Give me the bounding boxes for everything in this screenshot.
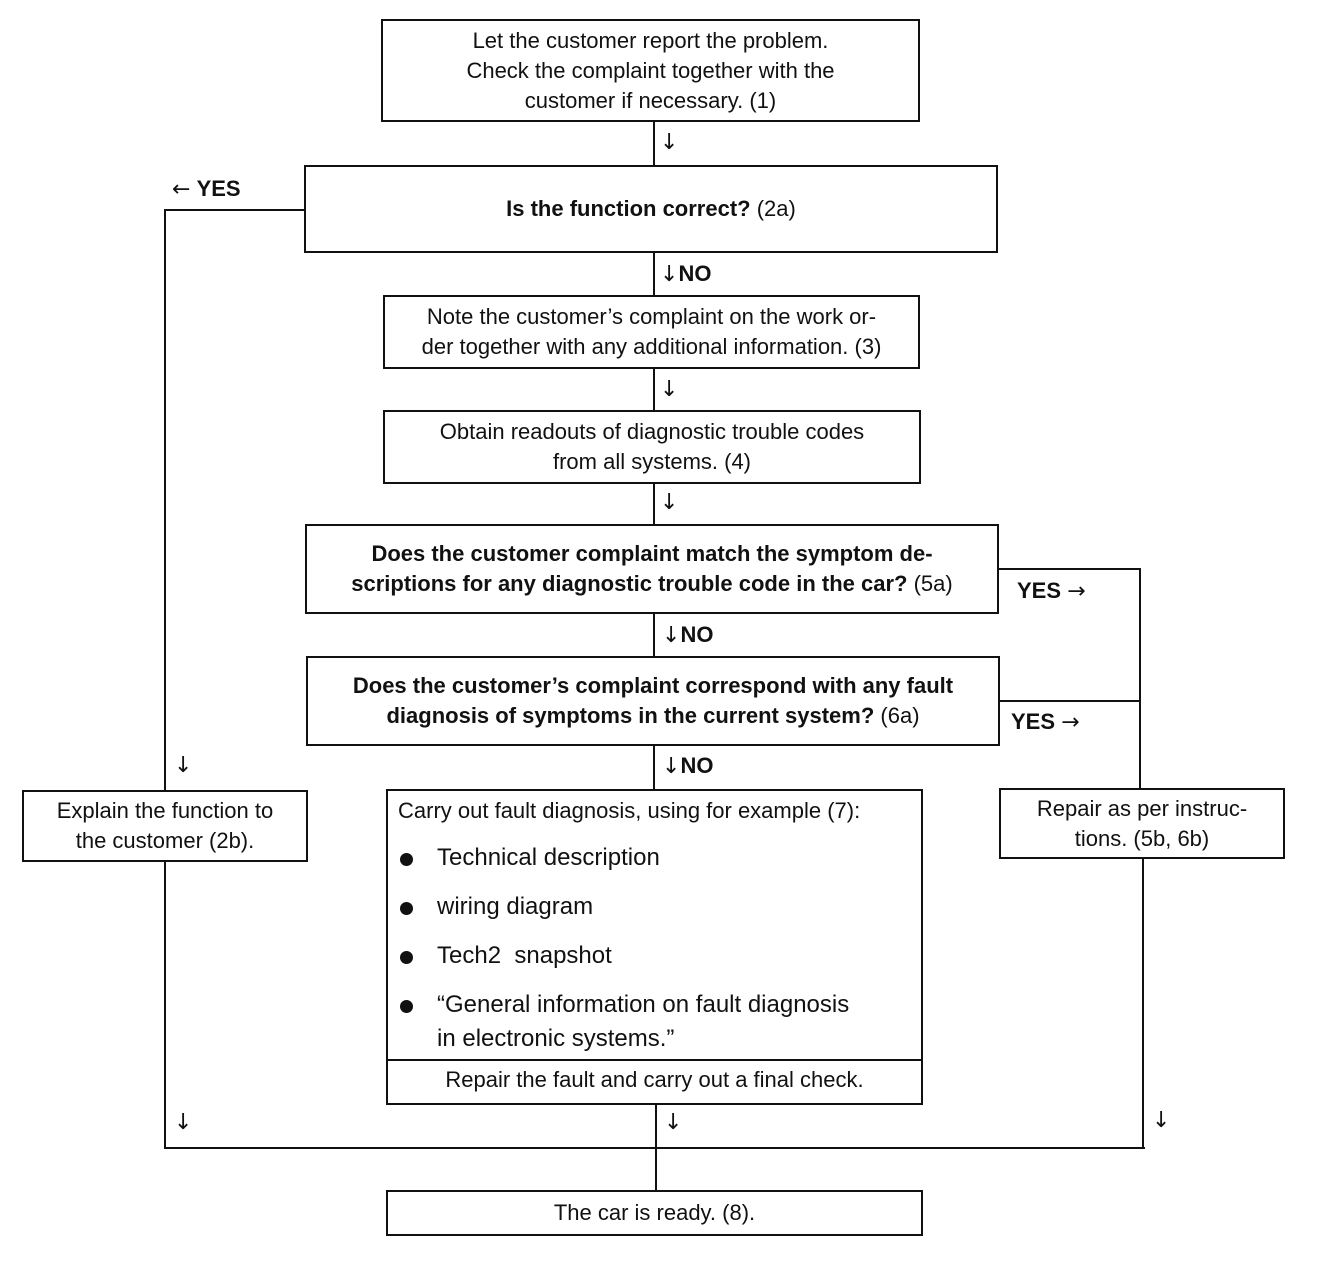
bullet-dot-1 xyxy=(400,853,413,866)
down-arrow-icon: ↓ xyxy=(660,490,679,515)
step-6a-line-2: diagnosis of symptoms in the current sys… xyxy=(386,701,919,731)
step-7-bullet-1: Technical description xyxy=(437,844,660,871)
step-2a-function-correct: Is the function correct? (2a) xyxy=(304,165,998,253)
arrow-2b-merge: ↓ xyxy=(174,1109,192,1136)
bullet-dot-2 xyxy=(400,902,413,915)
step-6a-line-1: Does the customer’s complaint correspond… xyxy=(353,671,953,701)
step-6a-line-2-text: diagnosis of symptoms in the current sys… xyxy=(386,703,875,728)
connector-1-2a xyxy=(653,121,655,166)
down-arrow-icon: ↓ xyxy=(660,377,679,402)
step-4-line-2: from all systems. (4) xyxy=(552,449,752,474)
right-arrow-icon: → xyxy=(1061,710,1080,735)
yes-label: YES xyxy=(1017,578,1062,603)
step-3-note-complaint: Note the customer’s complaint on the wor… xyxy=(383,295,920,369)
step-3-line-1: Note the customer’s complaint on the wor… xyxy=(426,304,877,329)
label-2a-yes: ← YES xyxy=(172,176,241,203)
step-4-line-1: Obtain readouts of diagnostic trouble co… xyxy=(439,419,865,444)
down-arrow-icon: ↓ xyxy=(174,753,193,778)
step-1-report-problem: Let the customer report the problem. Che… xyxy=(381,19,920,122)
left-arrow-icon: ← xyxy=(172,177,191,202)
connector-6a-yes-horizontal xyxy=(998,700,1141,702)
step-5a-line-2-text: scriptions for any diagnostic trouble co… xyxy=(351,571,908,596)
down-arrow-icon: ↓ xyxy=(664,1110,683,1135)
step-7-fault-diagnosis: Carry out fault diagnosis, using for exa… xyxy=(386,789,923,1105)
label-5a-no: ↓NO xyxy=(662,622,713,649)
label-6a-no: ↓NO xyxy=(662,753,713,780)
connector-3-4 xyxy=(653,368,655,411)
step-7-bullet-4: “General information on fault diagnosis xyxy=(437,991,850,1018)
right-arrow-icon: → xyxy=(1067,579,1086,604)
arrow-left-branch-down: ↓ xyxy=(174,752,192,779)
arrow-3-4: ↓ xyxy=(660,376,678,403)
step-6a-ref: (6a) xyxy=(880,703,920,728)
connector-2a-yes-vertical xyxy=(164,209,166,791)
step-56b-line-1: Repair as per instruc- xyxy=(1036,795,1248,821)
down-arrow-icon: ↓ xyxy=(662,754,681,779)
connector-4-5a xyxy=(653,483,655,525)
step-6a-line-1-text: Does the customer’s complaint correspond… xyxy=(352,673,954,698)
arrow-4-5a: ↓ xyxy=(660,489,678,516)
step-7-bullet-4-cont: in electronic systems.” xyxy=(437,1025,675,1052)
step-56b-line-2: tions. (5b, 6b) xyxy=(1074,825,1210,851)
step-6a-correspond-fault-diagnosis: Does the customer’s complaint correspond… xyxy=(306,656,1000,746)
step-1-line-2: Check the complaint together with the xyxy=(466,57,835,83)
step-7-divider xyxy=(388,1059,921,1061)
step-2b-line-1: Explain the function to xyxy=(56,798,274,823)
step-4-obtain-readouts: Obtain readouts of diagnostic trouble co… xyxy=(383,410,921,484)
step-5a-line-2: scriptions for any diagnostic trouble co… xyxy=(351,569,952,599)
step-5a-line-1: Does the customer complaint match the sy… xyxy=(371,539,932,569)
connector-2a-yes-horizontal xyxy=(164,209,305,211)
step-2b-explain-function: Explain the function to the customer (2b… xyxy=(22,790,308,862)
step-5a-line-1-text: Does the customer complaint match the sy… xyxy=(371,541,933,566)
label-5a-yes: YES → xyxy=(1017,578,1086,605)
step-3-line-2: der together with any additional informa… xyxy=(421,334,882,359)
step-7-bullet-2: wiring diagram xyxy=(437,893,594,920)
step-1-line-3: customer if necessary. (1) xyxy=(524,87,777,113)
step-5a-ref: (5a) xyxy=(913,571,953,596)
step-56b-repair-per-instructions: Repair as per instruc- tions. (5b, 6b) xyxy=(999,788,1285,859)
no-label: NO xyxy=(680,753,714,778)
connector-2b-down xyxy=(164,861,166,1149)
bullet-dot-4 xyxy=(400,1000,413,1013)
step-7-bullet-3: Tech2 snapshot xyxy=(437,942,612,969)
yes-label: YES xyxy=(196,176,241,201)
step-5a-match-symptoms: Does the customer complaint match the sy… xyxy=(305,524,999,614)
connector-6a-yes-vertical xyxy=(1139,700,1141,789)
no-label: NO xyxy=(680,622,714,647)
step-7-heading: Carry out fault diagnosis, using for exa… xyxy=(398,798,861,823)
connector-merge-bottom xyxy=(164,1147,1145,1149)
step-7-footer: Repair the fault and carry out a final c… xyxy=(445,1067,864,1092)
connector-2a-3 xyxy=(653,252,655,296)
label-6a-yes: YES → xyxy=(1011,709,1080,736)
step-2a-question: Is the function correct? xyxy=(506,196,751,221)
connector-5a-yes-horizontal xyxy=(998,568,1141,570)
no-label: NO xyxy=(678,261,712,286)
yes-label: YES xyxy=(1011,709,1056,734)
connector-6a-7 xyxy=(653,745,655,790)
arrow-7-merge: ↓ xyxy=(664,1109,682,1136)
bullet-dot-3 xyxy=(400,951,413,964)
connector-56b-down xyxy=(1142,858,1144,1149)
down-arrow-icon: ↓ xyxy=(660,262,679,287)
step-2b-line-2: the customer (2b). xyxy=(75,828,255,853)
step-2a-text: Is the function correct? (2a) xyxy=(506,194,796,224)
step-1-line-1: Let the customer report the problem. xyxy=(472,27,829,53)
down-arrow-icon: ↓ xyxy=(662,623,681,648)
connector-5a-yes-vertical xyxy=(1139,568,1141,703)
label-2a-no: ↓NO xyxy=(660,261,711,288)
step-2a-ref: (2a) xyxy=(756,196,796,221)
down-arrow-icon: ↓ xyxy=(1152,1108,1171,1133)
connector-5a-6a xyxy=(653,613,655,657)
arrow-1-2a: ↓ xyxy=(660,129,678,156)
down-arrow-icon: ↓ xyxy=(660,130,679,155)
down-arrow-icon: ↓ xyxy=(174,1110,193,1135)
step-8-car-ready: The car is ready. (8). xyxy=(386,1190,923,1236)
arrow-56b-merge: ↓ xyxy=(1152,1107,1170,1134)
step-8-text: The car is ready. (8). xyxy=(553,1200,756,1225)
